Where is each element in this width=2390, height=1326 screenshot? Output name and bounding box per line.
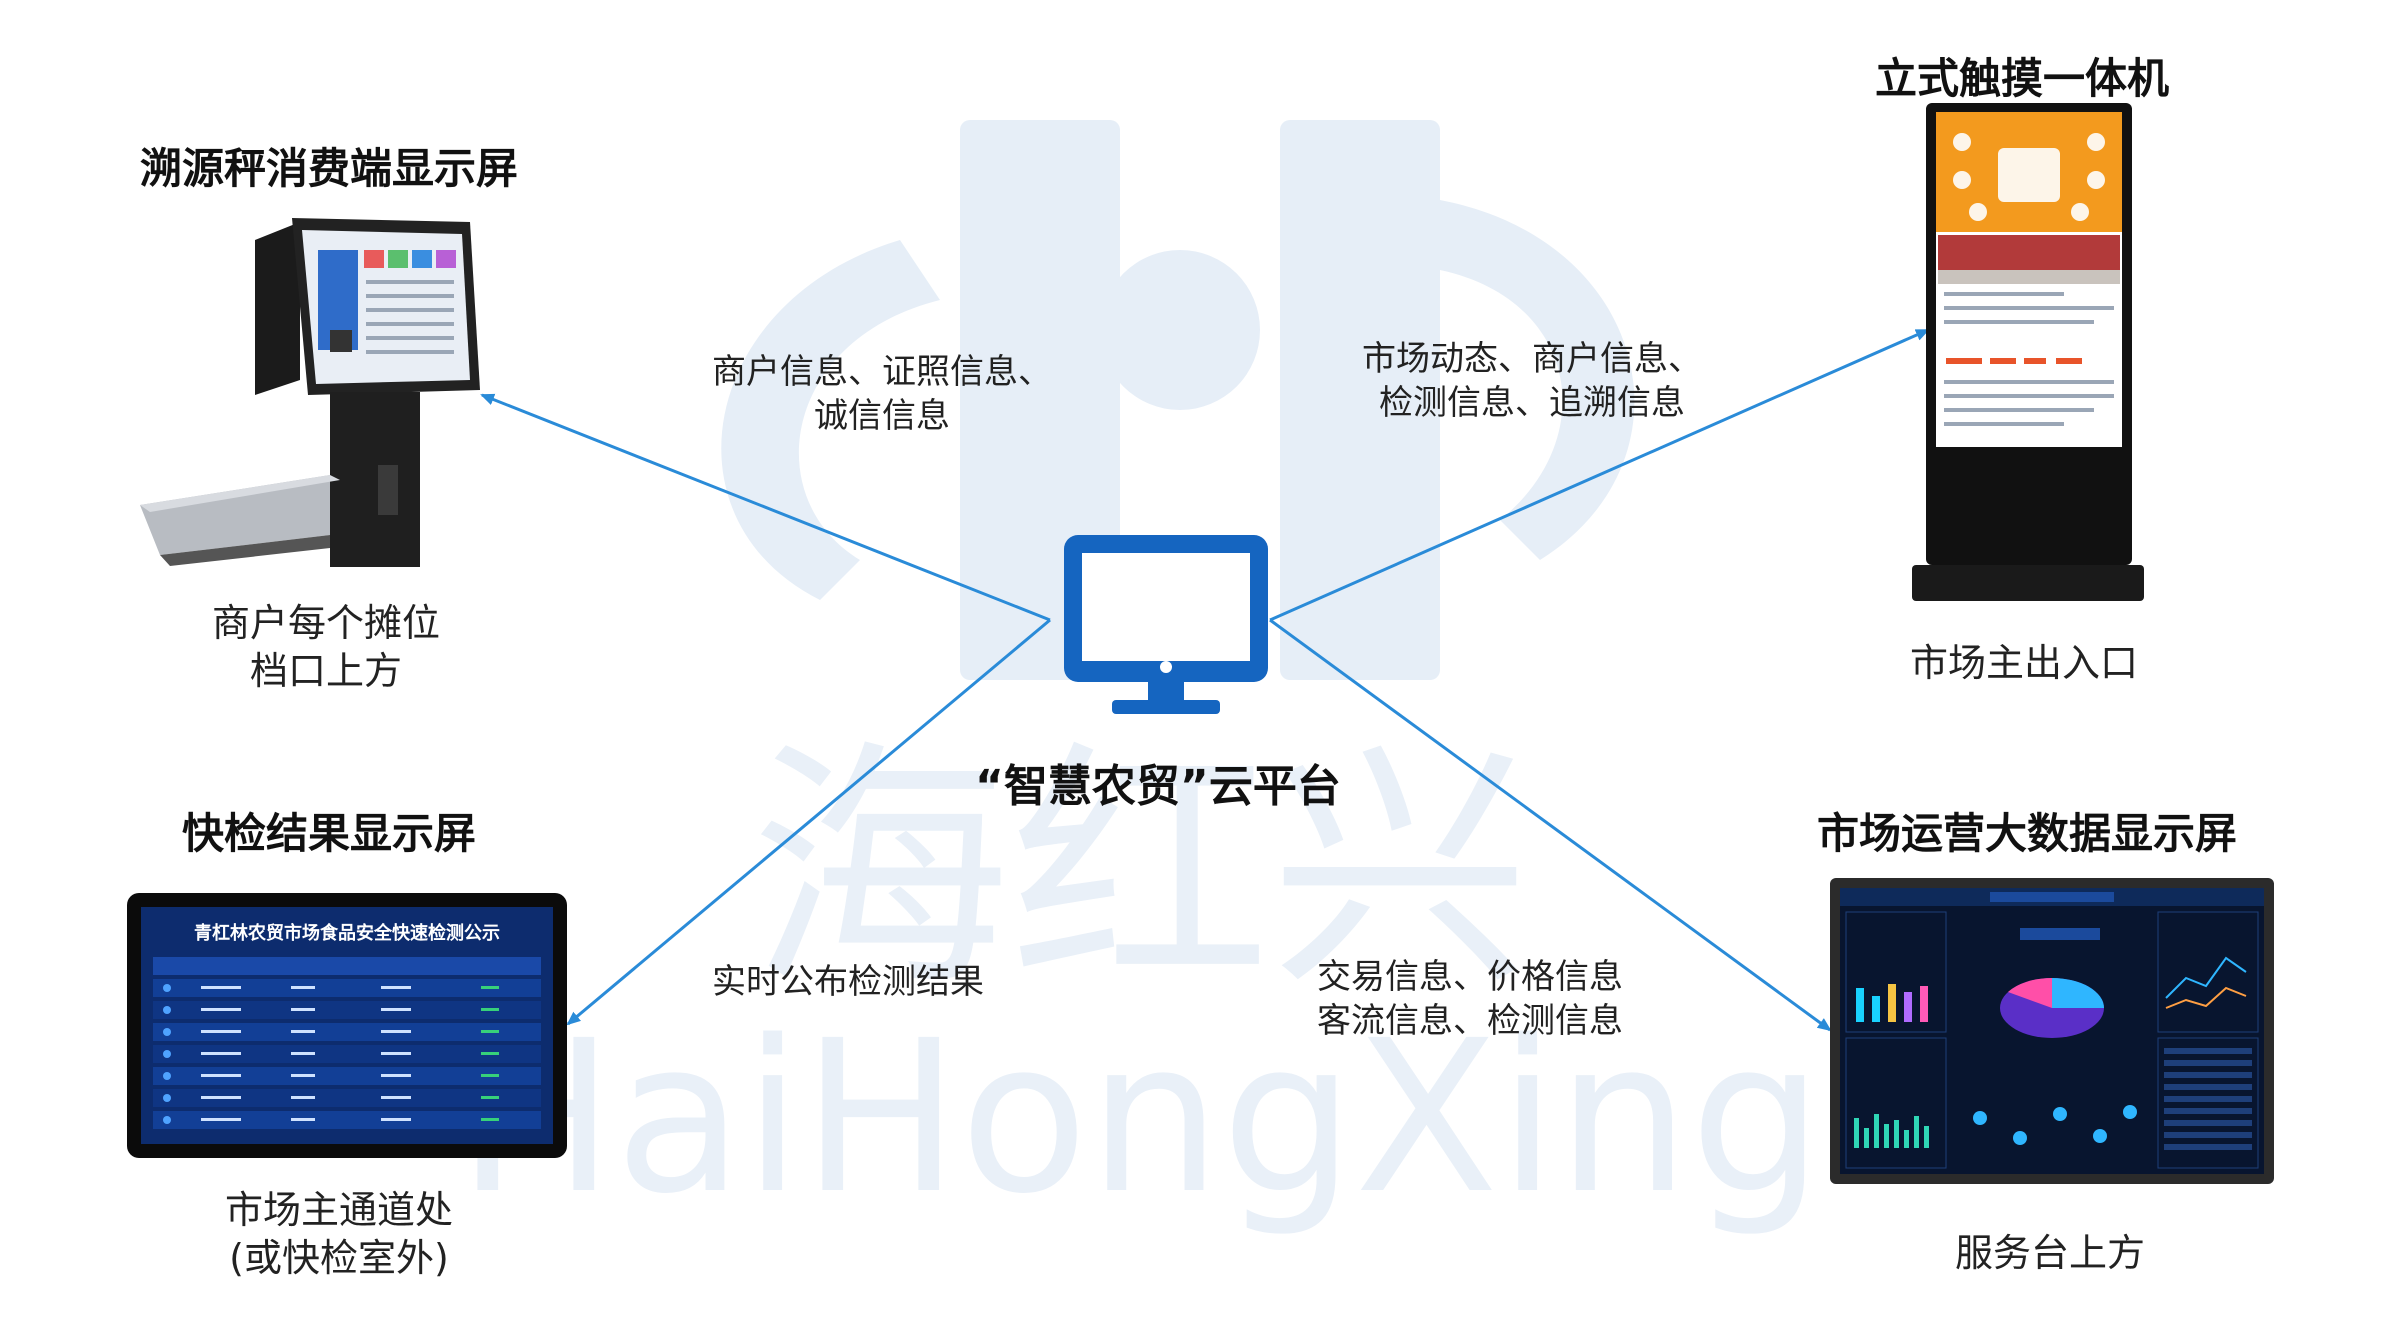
- kiosk-title: 立式触摸一体机: [1875, 54, 2170, 103]
- watermark-latin: HaiHongXing: [457, 995, 1823, 1240]
- bigdata-screen: [1840, 888, 2264, 1174]
- quicktest-caption-line1: 市场主通道处: [225, 1188, 454, 1232]
- kiosk-flow-line1: 市场动态、商户信息、: [1362, 339, 1702, 379]
- bigdata-dashboard: [1840, 888, 2264, 1169]
- quicktest-flow-label: 实时公布检测结果: [712, 962, 984, 1002]
- kiosk-flow-line2: 检测信息、追溯信息: [1379, 383, 1685, 424]
- quicktest-caption: 市场主通道处 (或快检室外): [225, 1187, 453, 1282]
- arrow-to-kiosk: [1269, 328, 1930, 622]
- bigdata-caption: 服务台上方: [1955, 1231, 2146, 1275]
- bigdata-flow-line1: 交易信息、价格信息: [1317, 957, 1623, 997]
- scale-flow-line2: 诚信信息: [814, 396, 950, 437]
- bigdata-title: 市场运营大数据显示屏: [1817, 809, 2238, 858]
- kiosk-flow-label: 市场动态、商户信息、 检测信息、追溯信息: [1362, 337, 1702, 425]
- scale-caption-line2: 档口上方: [250, 648, 403, 693]
- scale-title: 溯源秤消费端显示屏: [140, 144, 519, 193]
- watermark-chinese: 海红兴: [750, 720, 1530, 1022]
- kiosk-caption: 市场主出入口: [1910, 641, 2139, 685]
- quicktest-screen-title: 青杠林农贸市场食品安全快速检测公示: [194, 923, 500, 944]
- quicktest-caption-line2: (或快检室外): [229, 1235, 449, 1280]
- arrow-to-quicktest: [566, 618, 1051, 1026]
- bigdata-flow-label: 交易信息、价格信息 客流信息、检测信息: [1317, 955, 1623, 1043]
- platform-label: “智慧农贸”云平台: [975, 761, 1341, 812]
- arrow-to-scale: [480, 393, 1051, 622]
- quicktest-device: 青杠林农贸市场食品安全快速检测公示: [127, 893, 567, 1158]
- quicktest-title: 快检结果显示屏: [182, 809, 477, 858]
- arrow-to-bigdata: [1269, 618, 1832, 1032]
- scale-caption: 商户每个摊位 档口上方: [212, 600, 440, 695]
- scale-caption-line1: 商户每个摊位: [212, 601, 441, 645]
- bigdata-flow-line2: 客流信息、检测信息: [1317, 1001, 1623, 1042]
- quicktest-table: [153, 957, 541, 1129]
- scale-flow-line1: 商户信息、证照信息、: [712, 352, 1052, 392]
- bigdata-device: [1830, 878, 2274, 1184]
- quicktest-screen: 青杠林农贸市场食品安全快速检测公示: [141, 907, 553, 1144]
- scale-flow-label: 商户信息、证照信息、 诚信信息: [712, 350, 1052, 438]
